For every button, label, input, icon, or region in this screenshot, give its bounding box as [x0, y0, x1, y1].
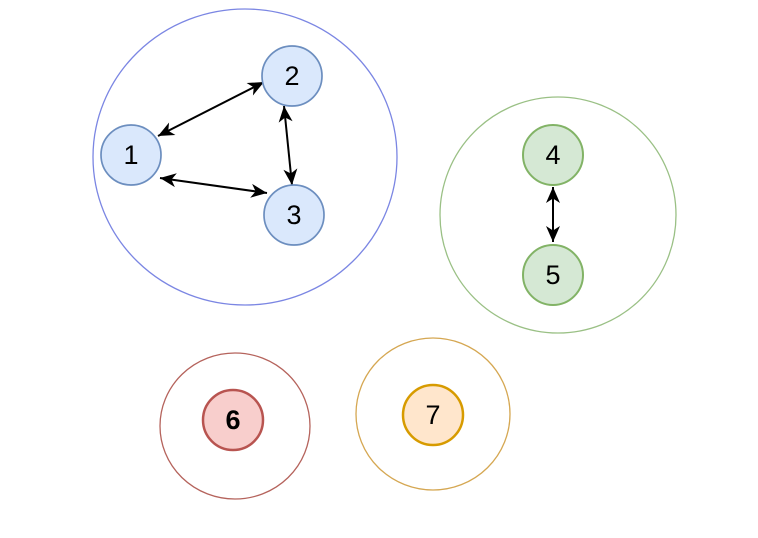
edge-1-2-arrow: [157, 81, 265, 137]
node-1: 1: [100, 124, 162, 186]
node-2-label: 2: [284, 61, 299, 91]
node-7: 7: [401, 383, 465, 447]
edge-1-3-arrow: [159, 173, 268, 198]
cluster-green-outline: [439, 96, 677, 334]
node-7-label: 7: [425, 400, 440, 430]
node-6-label: 6: [225, 405, 240, 435]
node-6: 6: [201, 388, 265, 452]
node-3: 3: [263, 184, 325, 246]
node-6-circle: [201, 388, 265, 452]
node-3-circle: [263, 184, 325, 246]
node-5-circle: [522, 244, 584, 306]
node-5-label: 5: [545, 260, 560, 290]
cluster-blue-outline: [92, 8, 398, 306]
edge-2-3-arrow: [278, 105, 298, 186]
node-5: 5: [522, 244, 584, 306]
node-1-label: 1: [123, 140, 138, 170]
cluster-red-outline: [159, 352, 311, 500]
node-3-label: 3: [286, 200, 301, 230]
node-4-circle: [522, 124, 584, 186]
node-4: 4: [522, 124, 584, 186]
cluster-orange-outline: [355, 337, 511, 491]
node-4-label: 4: [545, 140, 560, 170]
node-1-circle: [100, 124, 162, 186]
node-2: 2: [261, 45, 323, 107]
node-2-circle: [261, 45, 323, 107]
node-7-circle: [401, 383, 465, 447]
